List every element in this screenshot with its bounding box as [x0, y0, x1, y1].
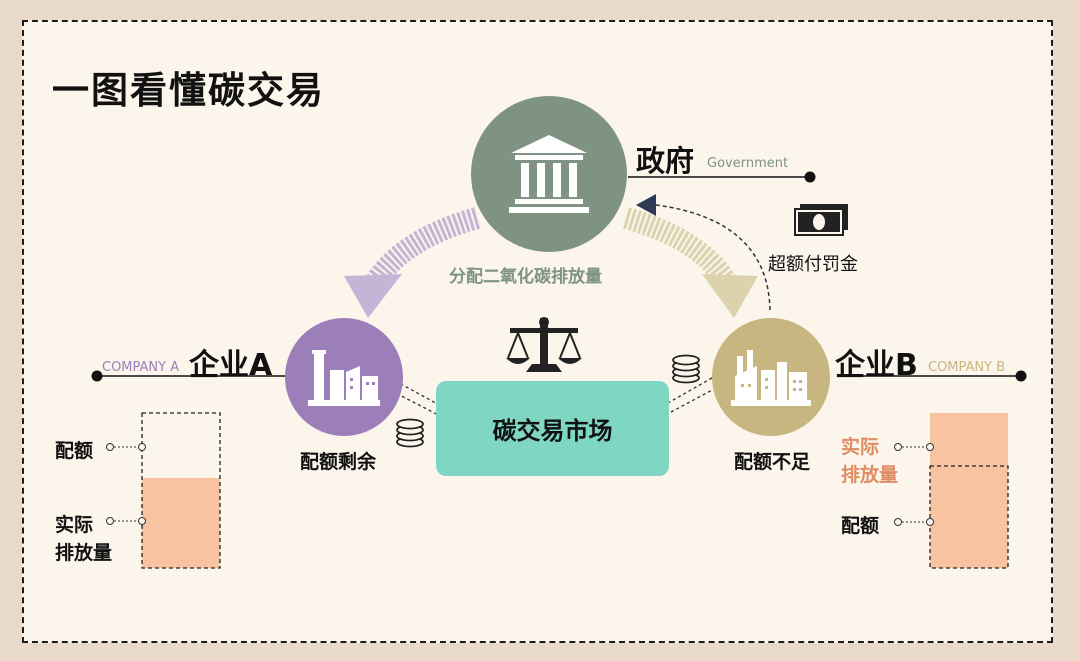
company-a-actual-pointer: [106, 517, 146, 525]
company-a-quota-pointer: [106, 443, 146, 451]
company-b-status: 配额不足: [734, 451, 811, 473]
coin-stack-icon-b: [672, 354, 700, 384]
government-label: 政府: [636, 144, 695, 178]
coin-stack-icon-a: [396, 418, 424, 448]
company-a-actual-label-2: 排放量: [55, 542, 113, 564]
fine-label: 超额付罚金: [768, 254, 858, 275]
company-a-actual-label-1: 实际: [55, 514, 94, 536]
company-b-label: 企业B: [835, 348, 918, 383]
company-b-actual-pointer: [894, 443, 934, 451]
carbon-market-label: 碳交易市场: [492, 417, 613, 445]
allocate-label: 分配二氧化碳排放量: [449, 267, 602, 287]
bank-icon: [509, 135, 589, 213]
company-b-actual-label-2: 排放量: [841, 464, 899, 486]
company-a-quota-label: 配额: [55, 440, 94, 462]
government-label-en: Government: [707, 156, 789, 171]
factory-icon: [308, 350, 380, 406]
company-b-leader-dot: [1015, 370, 1027, 382]
page-title: 一图看懂碳交易: [52, 69, 325, 112]
factory-icon: [731, 350, 811, 406]
allocate-arrow-a: [344, 207, 481, 318]
company-b-quota-label: 配额: [841, 515, 880, 537]
allocate-arrow-b: [622, 207, 758, 318]
company-a-label-en: COMPANY A: [102, 360, 180, 375]
company-b-circle: [712, 318, 830, 436]
cash-icon: [794, 204, 848, 236]
company-b-actual-label-1: 实际: [841, 436, 880, 458]
government-circle: [471, 96, 627, 252]
company-a-status: 配额剩余: [300, 451, 377, 473]
scale-icon: [506, 317, 582, 372]
company-b-emission-fill: [930, 413, 1008, 568]
company-b-quota-bar: [929, 413, 1009, 569]
company-b-label-en: COMPANY B: [928, 360, 1006, 375]
company-a-circle: [285, 318, 403, 436]
company-b-quota-pointer: [894, 518, 934, 526]
company-a-emission-fill: [142, 478, 220, 568]
company-a-quota-bar: [141, 412, 221, 569]
fine-arrow: [636, 194, 771, 311]
government-leader-dot: [804, 171, 816, 183]
company-a-label: 企业A: [189, 348, 273, 383]
company-a-leader-dot: [91, 370, 103, 382]
carbon-market-box: 碳交易市场: [436, 381, 669, 476]
